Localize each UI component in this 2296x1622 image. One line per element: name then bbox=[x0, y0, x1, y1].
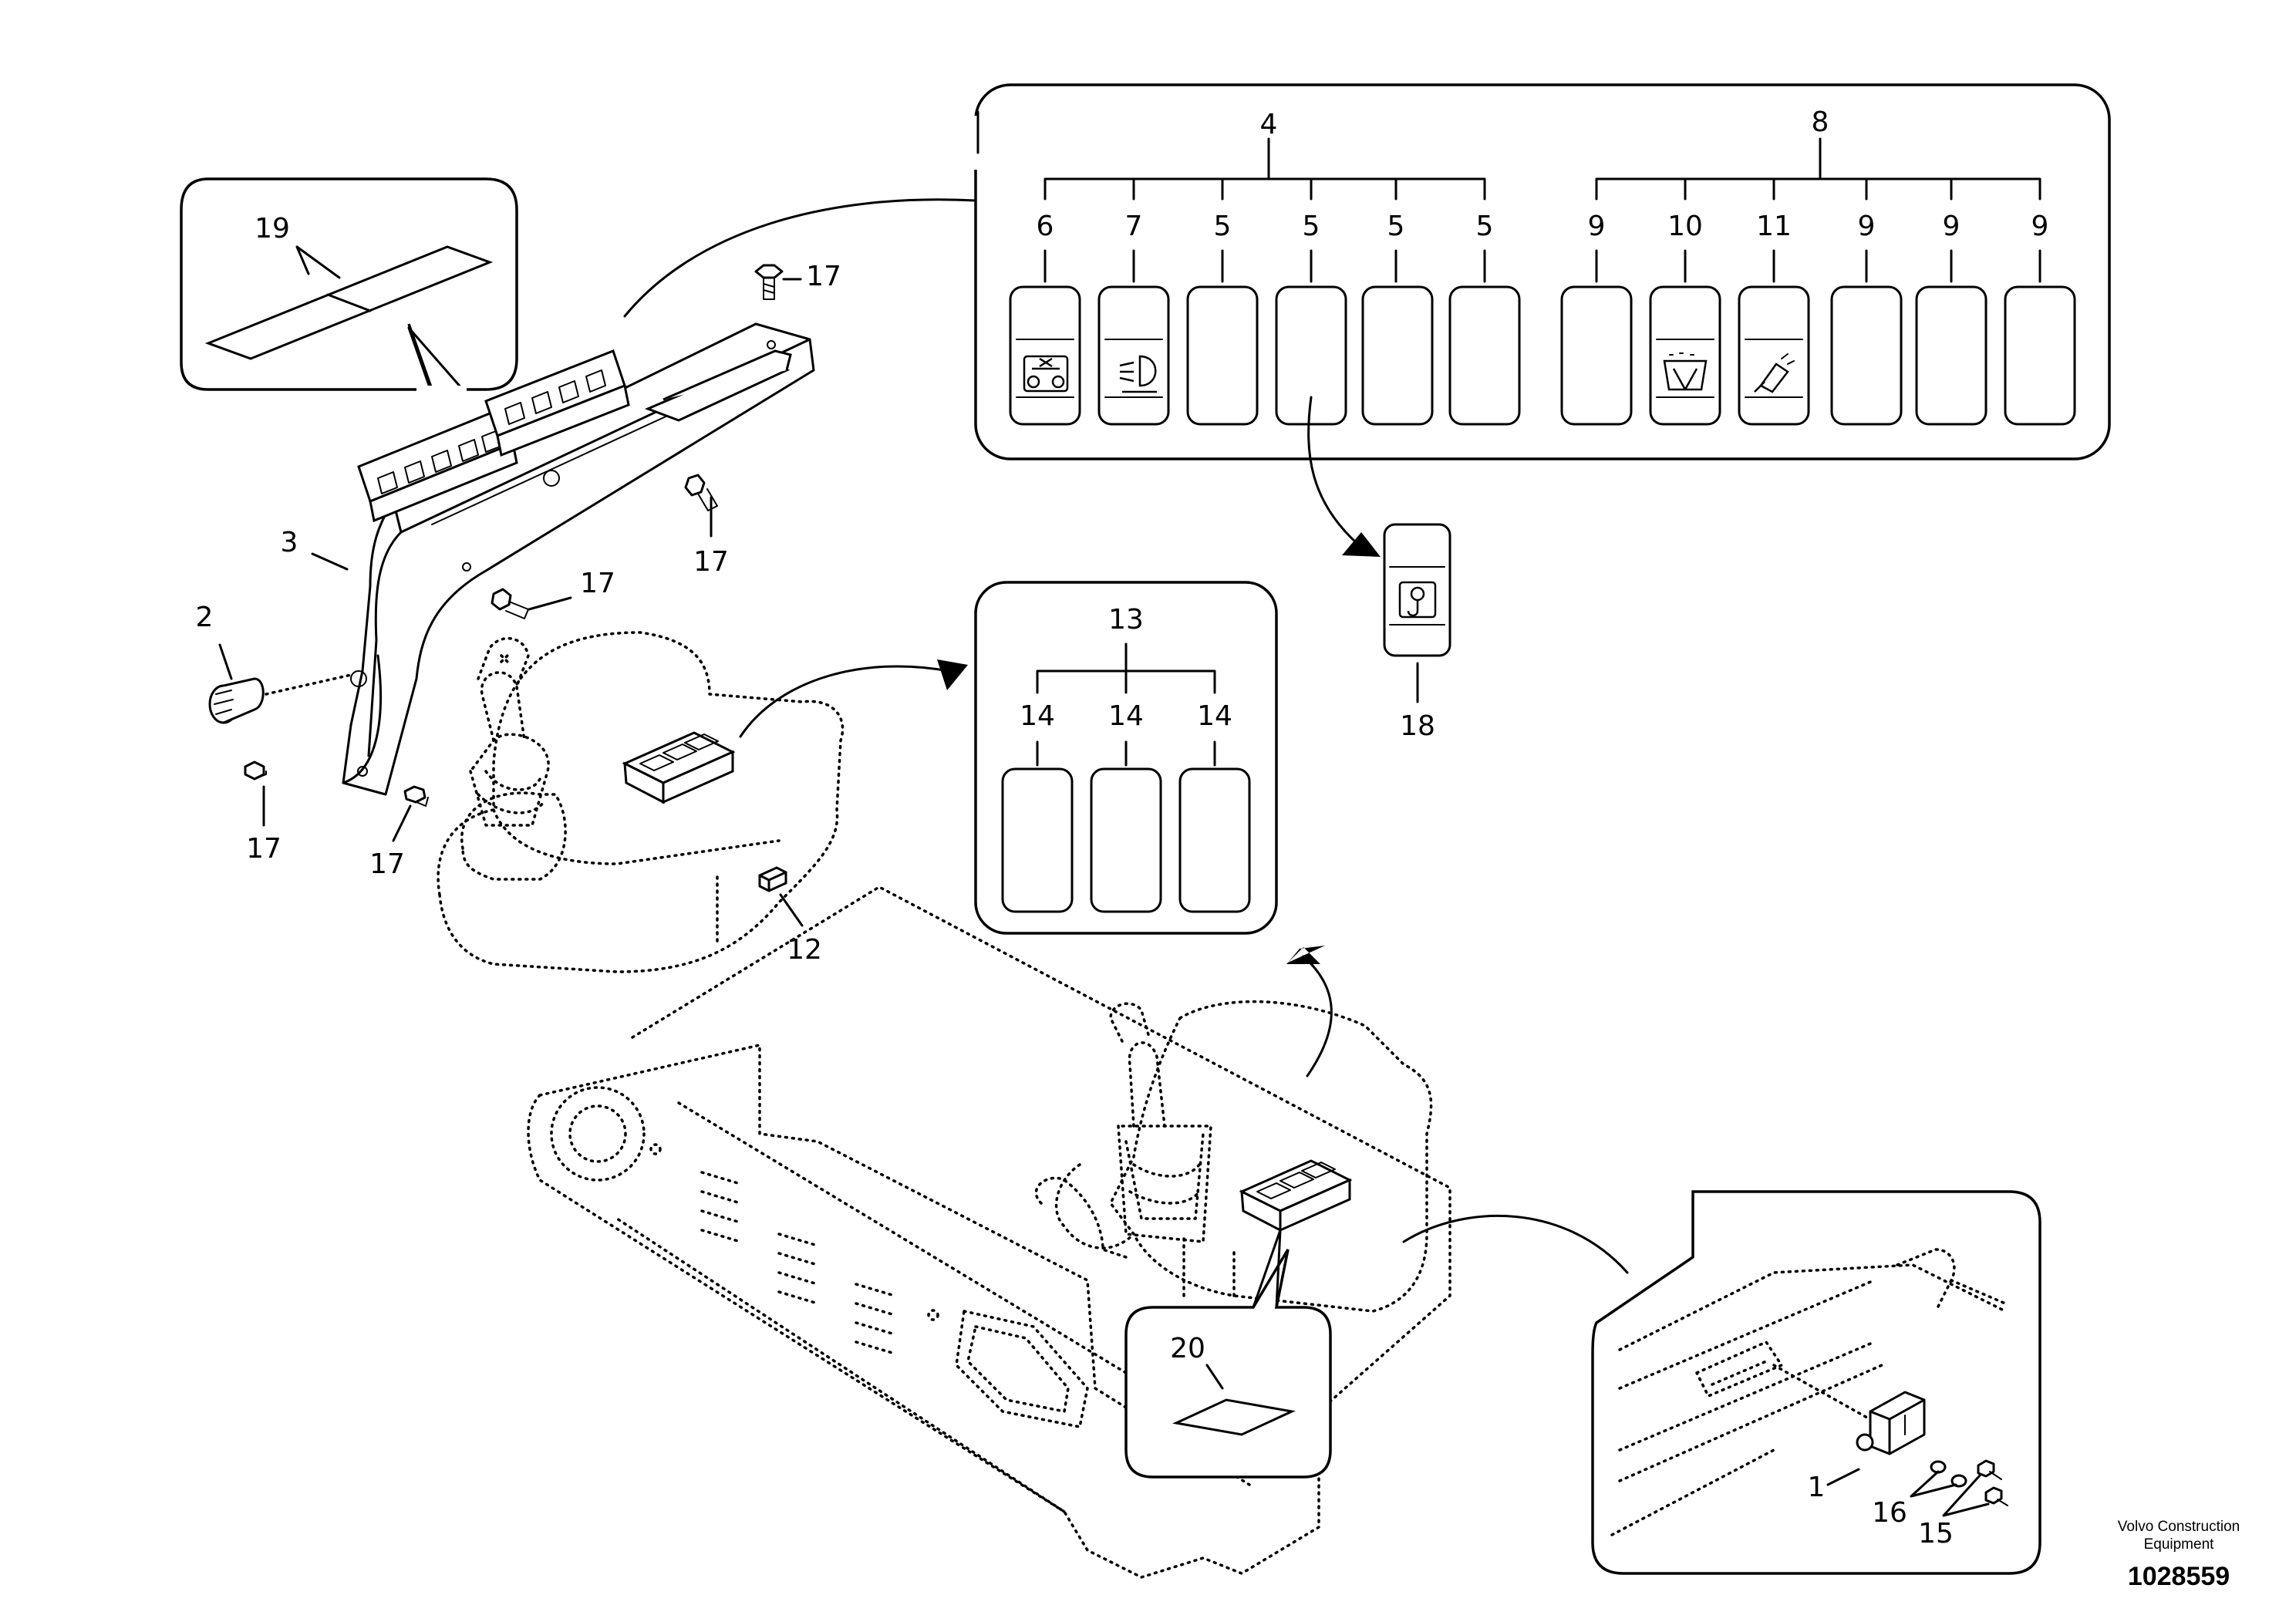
callout-4: 4 bbox=[1260, 109, 1278, 140]
inset-decal-20 bbox=[1124, 1229, 1332, 1479]
callout-18: 18 bbox=[1400, 710, 1435, 742]
left-console-outline bbox=[437, 631, 845, 973]
cab-floor-outline bbox=[527, 885, 1451, 1579]
bolt-17-left bbox=[491, 588, 529, 619]
callout-20: 20 bbox=[1170, 1333, 1205, 1364]
headlight-icon bbox=[1119, 355, 1157, 393]
bolt-17-lower bbox=[403, 785, 429, 807]
callout-3: 3 bbox=[281, 527, 298, 558]
callout-1: 1 bbox=[1808, 1472, 1826, 1503]
socket-part-2 bbox=[208, 673, 352, 724]
callout-9-b: 9 bbox=[1858, 211, 1876, 242]
armrest-switch-panel-right bbox=[484, 349, 630, 457]
callout-17-left: 17 bbox=[580, 568, 615, 599]
switch-part-12 bbox=[758, 866, 787, 892]
bolt-17-lower-left bbox=[244, 760, 267, 781]
right-console-switch-panel bbox=[1239, 1159, 1353, 1233]
callout-19: 19 bbox=[255, 213, 290, 244]
switch-part-18 bbox=[1383, 523, 1451, 703]
callout-9-c: 9 bbox=[1943, 211, 1961, 242]
callout-17-mid: 17 bbox=[693, 546, 729, 578]
callout-12: 12 bbox=[787, 934, 822, 966]
callout-9-d: 9 bbox=[2031, 211, 2049, 242]
washer-icon bbox=[1754, 353, 1795, 393]
callout-14-c: 14 bbox=[1197, 700, 1232, 732]
callout-7: 7 bbox=[1125, 211, 1143, 242]
callout-16: 16 bbox=[1872, 1497, 1907, 1529]
wiper-icon bbox=[1663, 352, 1708, 391]
armrest-switch-panel-left bbox=[357, 407, 518, 523]
callout-11: 11 bbox=[1756, 211, 1792, 242]
callout-5-c: 5 bbox=[1387, 211, 1405, 242]
callout-5-d: 5 bbox=[1476, 211, 1494, 242]
callout-13: 13 bbox=[1108, 604, 1144, 636]
callout-10: 10 bbox=[1667, 211, 1703, 242]
callout-6: 6 bbox=[1037, 211, 1054, 242]
inset-switch-rows bbox=[623, 83, 2111, 557]
arrow-to-inset-13 bbox=[1286, 946, 1333, 1077]
right-console-outline bbox=[1034, 1000, 1433, 1313]
bolt-17-mid bbox=[684, 474, 718, 511]
callout-5-b: 5 bbox=[1303, 211, 1320, 242]
left-console-switch-panel bbox=[622, 731, 736, 804]
bolt-17-top bbox=[754, 264, 784, 300]
callout-labels: 19 17 17 17 3 2 17 17 12 4 8 6 7 5 5 5 5… bbox=[196, 106, 2049, 1549]
callout-17-top: 17 bbox=[806, 261, 841, 292]
brand-line-1: Volvo Construction bbox=[2118, 1519, 2240, 1535]
inset-relay-detail bbox=[1402, 1190, 2041, 1575]
callout-5-a: 5 bbox=[1214, 211, 1232, 242]
work-light-icon bbox=[1023, 355, 1069, 393]
callout-17-lower-left: 17 bbox=[246, 833, 282, 865]
drawing-number: 1028559 bbox=[2128, 1562, 2230, 1591]
inset-switch-group-13 bbox=[739, 581, 1278, 935]
leader-lines bbox=[218, 278, 1990, 1517]
callout-14-a: 14 bbox=[1020, 700, 1055, 732]
inset-decal-19 bbox=[180, 177, 518, 393]
callout-8: 8 bbox=[1812, 106, 1829, 138]
brand-block: Volvo Construction Equipment 1028559 bbox=[2118, 1519, 2240, 1591]
brand-line-2: Equipment bbox=[2144, 1536, 2215, 1553]
callout-14-b: 14 bbox=[1108, 700, 1144, 732]
callout-17-lower: 17 bbox=[369, 848, 405, 880]
callout-9-a: 9 bbox=[1588, 211, 1606, 242]
callout-2: 2 bbox=[196, 602, 214, 633]
callout-15: 15 bbox=[1918, 1518, 1954, 1549]
